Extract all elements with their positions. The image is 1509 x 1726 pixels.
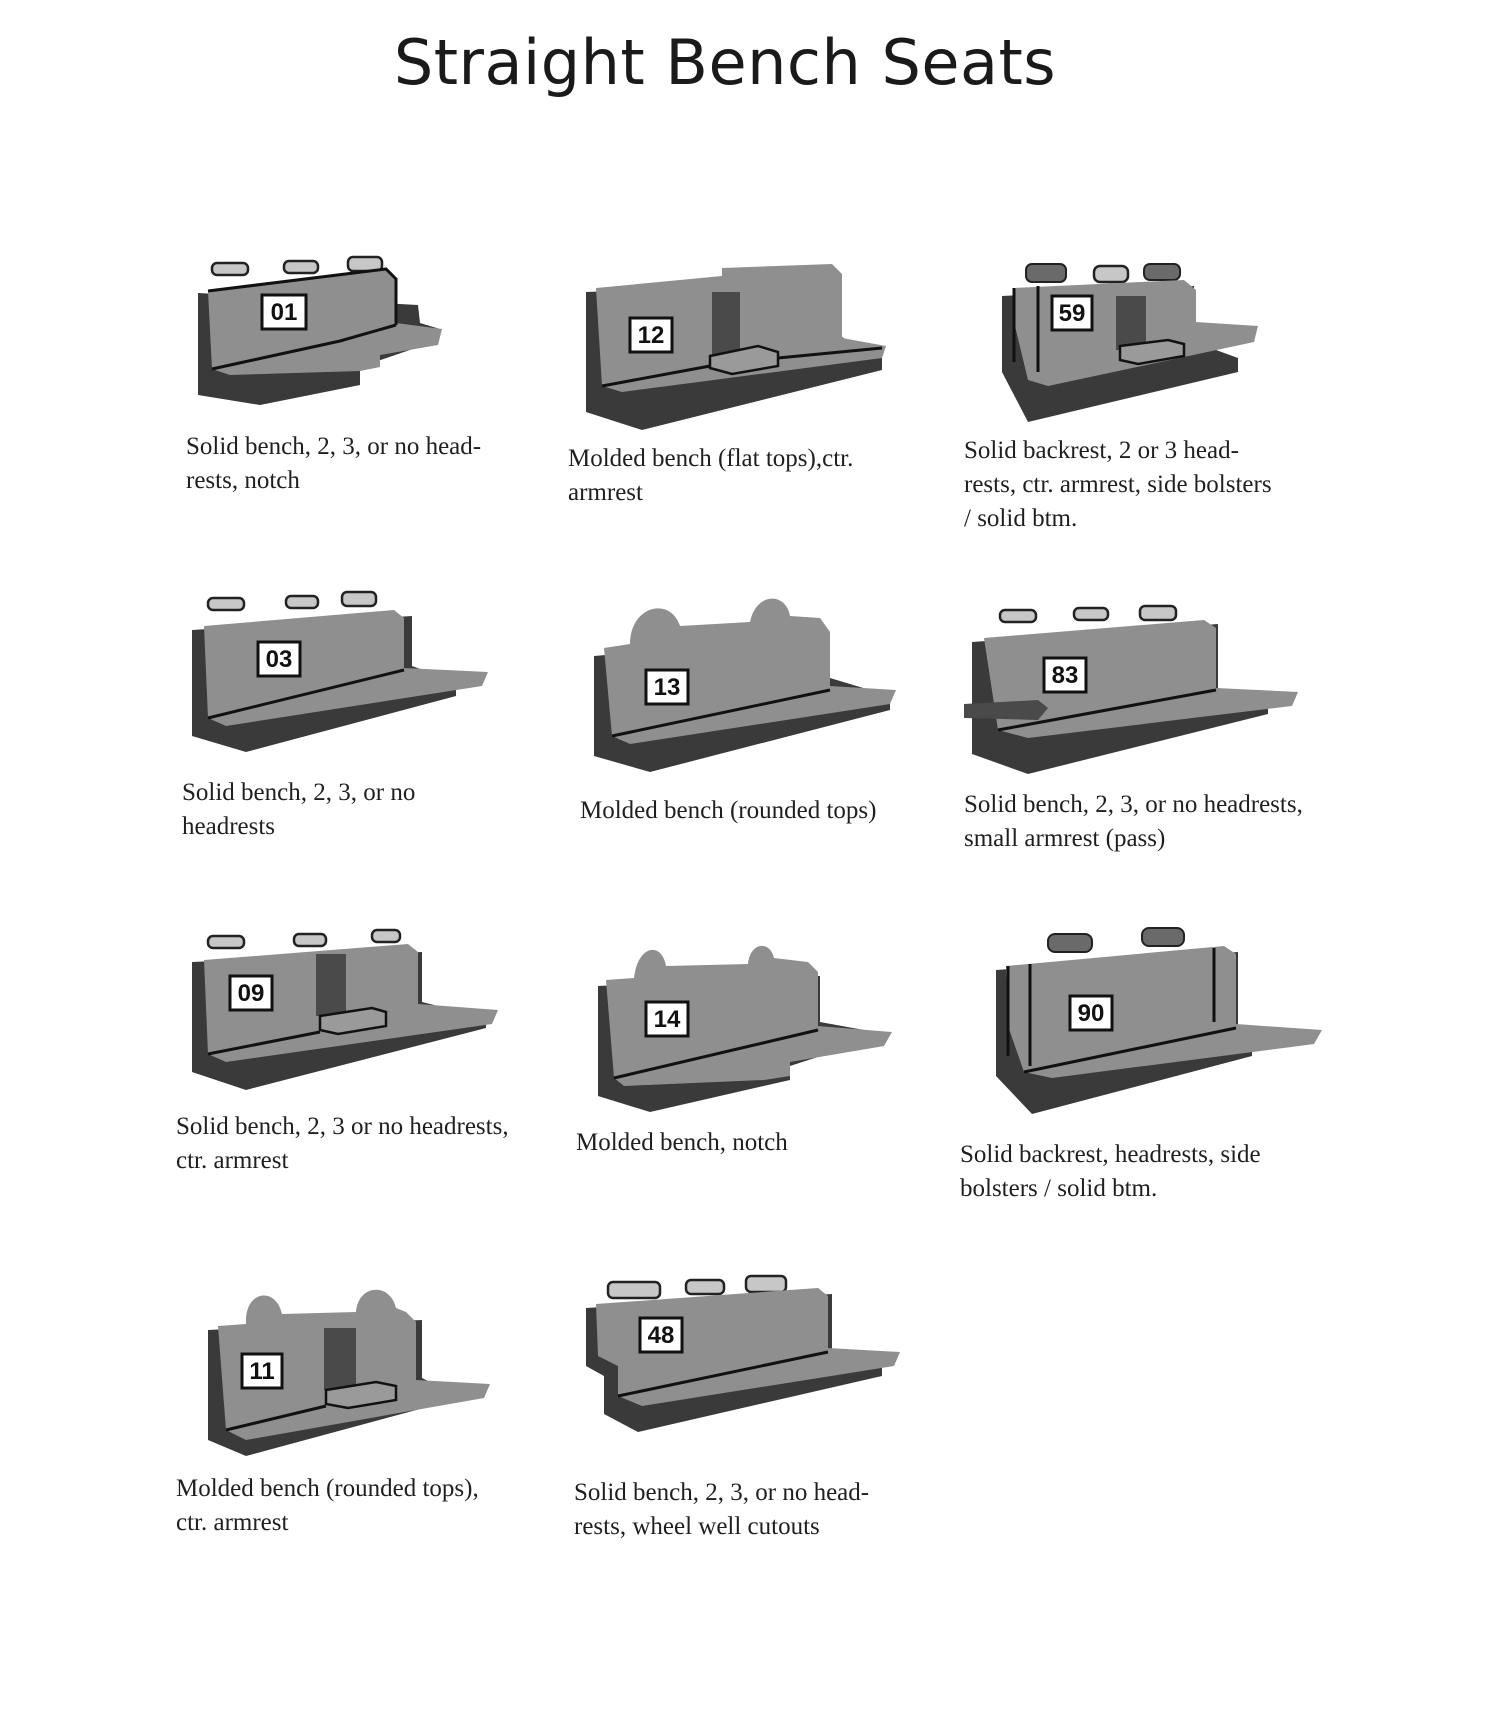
seat-item-48: 48 Solid bench, 2, 3, or no head- rests,…	[574, 1266, 922, 1540]
seat-code-label: 14	[654, 1006, 681, 1033]
seat-code-label: 11	[249, 1358, 274, 1385]
seat-caption: Solid backrest, 2 or 3 head- rests, ctr.…	[964, 437, 1272, 532]
headrest-icon	[998, 604, 1178, 624]
seat-caption: Molded bench, notch	[576, 1129, 788, 1156]
bench-seat-icon: 03	[192, 590, 488, 752]
seat-item-01: 01 Solid bench, 2, 3, or no head- rests,…	[186, 245, 490, 494]
seat-item-59: 59 Solid backrest, 2 or 3 head- rests, c…	[964, 262, 1298, 532]
headrest-icon	[1025, 263, 1181, 284]
seat-code-label: 48	[648, 1322, 675, 1349]
seat-item-90: 90 Solid backrest, headrests, side bolst…	[960, 926, 1332, 1202]
seat-item-03: 03 Solid bench, 2, 3, or no headrests	[182, 586, 496, 840]
seat-code-label: 83	[1052, 662, 1079, 689]
bench-seat-icon: 59	[1002, 263, 1258, 422]
headrest-icon	[606, 1274, 788, 1300]
bench-seat-icon: 11	[208, 1289, 490, 1456]
seat-caption: Solid bench, 2, 3, or no headrests, smal…	[964, 791, 1303, 852]
seat-code-label: 13	[654, 674, 681, 701]
bench-seat-icon: 14	[598, 945, 892, 1112]
seat-code-label: 12	[638, 322, 665, 349]
seat-code-label: 01	[271, 299, 298, 326]
bench-seat-icon: 90	[996, 927, 1322, 1114]
seat-item-14: 14 Molded bench, notch	[576, 945, 914, 1156]
seat-code-label: 03	[266, 646, 293, 673]
headrest-icon	[206, 928, 402, 950]
seat-item-09: 09 Solid bench, 2, 3 or no headrests, ct…	[176, 922, 509, 1174]
seat-code-label: 59	[1059, 300, 1086, 327]
seat-caption: Solid backrest, headrests, side bolsters…	[960, 1141, 1261, 1202]
seat-item-13: 13 Molded bench (rounded tops)	[580, 596, 910, 824]
headrest-icon	[206, 590, 378, 612]
seat-caption: Solid bench, 2, 3 or no headrests, ctr. …	[176, 1113, 509, 1174]
seat-caption: Solid bench, 2, 3, or no headrests	[182, 779, 416, 840]
headrest-icon	[210, 255, 384, 277]
seat-item-11: 11 Molded bench (rounded tops), ctr. arm…	[176, 1289, 506, 1536]
seat-caption: Solid bench, 2, 3, or no head- rests, no…	[186, 433, 482, 494]
seat-caption: Molded bench (rounded tops)	[580, 797, 877, 824]
seat-code-label: 90	[1078, 1000, 1105, 1027]
seat-item-83: 83 Solid bench, 2, 3, or no headrests, s…	[964, 604, 1308, 852]
seat-caption: Molded bench (flat tops),ctr. armrest	[568, 445, 854, 506]
bench-seat-icon: 09	[192, 928, 498, 1090]
page-title: Straight Bench Seats	[393, 26, 1057, 99]
seat-caption: Molded bench (rounded tops), ctr. armres…	[176, 1475, 479, 1536]
bench-seat-icon: 48	[586, 1274, 900, 1432]
bench-seat-icon: 13	[594, 598, 896, 772]
seat-item-12: 12 Molded bench (flat tops),ctr. armrest	[568, 262, 922, 506]
bench-seat-icon: 01	[198, 255, 442, 405]
seat-code-label: 09	[238, 980, 265, 1007]
bench-seat-icon: 83	[964, 604, 1298, 774]
seat-caption: Solid bench, 2, 3, or no head- rests, wh…	[574, 1479, 870, 1540]
headrest-icon	[1047, 927, 1185, 953]
bench-seat-icon: 12	[586, 264, 886, 430]
